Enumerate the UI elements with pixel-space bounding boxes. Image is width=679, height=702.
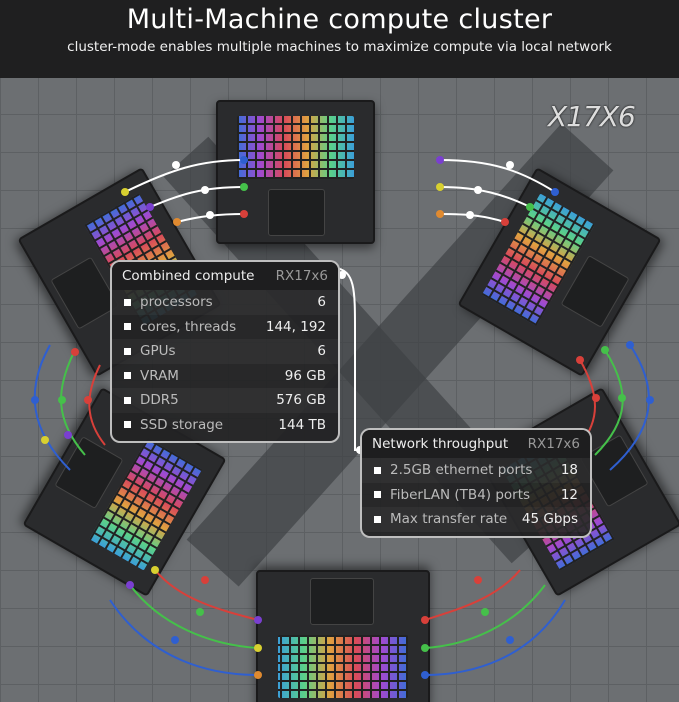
page-subtitle: cluster-mode enables multiple machines t…: [67, 39, 612, 55]
spec-label: processors: [124, 294, 213, 310]
spec-label: 2.5GB ethernet ports: [374, 462, 532, 478]
spec-value: 576 GB: [276, 392, 326, 409]
header: Multi-Machine compute cluster cluster-mo…: [0, 0, 679, 78]
network-throughput-panel: Network throughput RX17x6 2.5GB ethernet …: [360, 428, 592, 538]
spec-value: 144, 192: [265, 318, 326, 335]
spec-value: 6: [317, 294, 326, 311]
spec-row: SSD storage 144 TB: [112, 413, 338, 438]
panel-tag: RX17x6: [275, 268, 328, 284]
spec-row: FiberLAN (TB4) ports 12: [362, 483, 590, 508]
spec-label: GPUs: [124, 343, 176, 359]
spec-label: SSD storage: [124, 417, 223, 433]
laptop-top: [216, 100, 375, 244]
spec-value: 96 GB: [284, 367, 326, 384]
spec-label: Max transfer rate: [374, 511, 507, 527]
spec-label: VRAM: [124, 368, 179, 384]
spec-value: 6: [317, 343, 326, 360]
spec-label: cores, threads: [124, 319, 236, 335]
combined-compute-panel: Combined compute RX17x6 processors 6 cores…: [110, 260, 340, 443]
panel-title: Network throughput: [372, 436, 509, 452]
spec-row: VRAM 96 GB: [112, 364, 338, 389]
spec-value: 12: [560, 486, 578, 503]
spec-label: DDR5: [124, 392, 179, 408]
spec-value: 45 Gbps: [521, 511, 578, 528]
spec-row: cores, threads 144, 192: [112, 315, 338, 340]
page-title: Multi-Machine compute cluster: [126, 4, 553, 35]
panel-tag: RX17x6: [527, 436, 580, 452]
brand-logo: X17X6: [548, 100, 636, 133]
spec-row: processors 6: [112, 290, 338, 315]
panel-title: Combined compute: [122, 268, 255, 284]
spec-value: 144 TB: [278, 416, 326, 433]
spec-row: Max transfer rate 45 Gbps: [362, 507, 590, 532]
spec-row: DDR5 576 GB: [112, 388, 338, 413]
spec-value: 18: [560, 462, 578, 479]
spec-row: 2.5GB ethernet ports 18: [362, 458, 590, 483]
spec-row: GPUs 6: [112, 339, 338, 364]
spec-label: FiberLAN (TB4) ports: [374, 487, 530, 503]
